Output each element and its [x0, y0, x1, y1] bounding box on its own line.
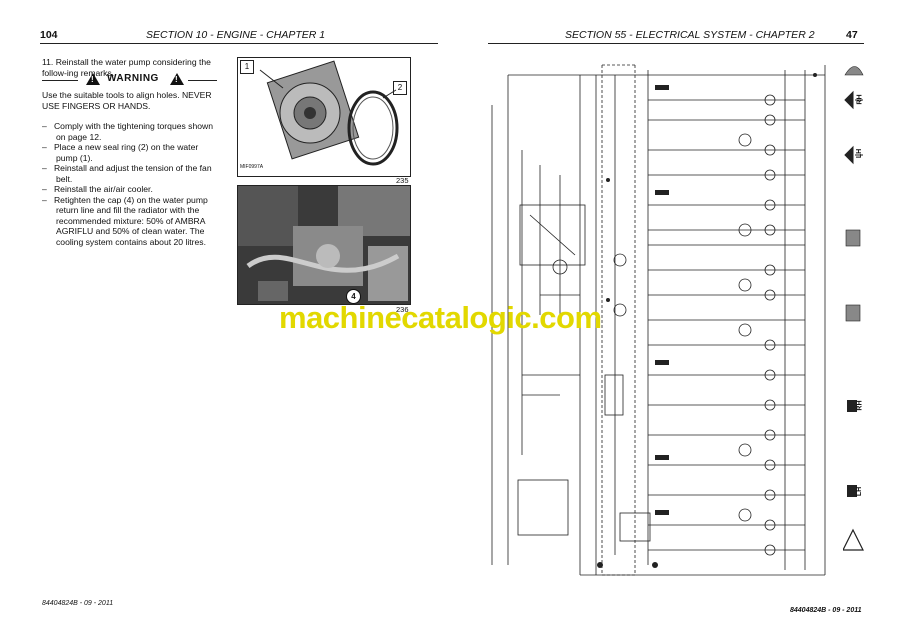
left-header-rule: [40, 43, 438, 44]
callout-1: 1: [240, 60, 254, 74]
engine-photo-illustration: [238, 186, 410, 304]
bullet-text: Comply with the tightening torques shown…: [53, 121, 214, 142]
turn-signal-icon: [844, 145, 863, 165]
water-pump-illustration: [259, 60, 399, 166]
left-page: 104 SECTION 10 - ENGINE - CHAPTER 1 11. …: [40, 29, 438, 607]
warning-triangle-icon: !: [86, 73, 100, 85]
bullet-item: – Retighten the cap (4) on the water pum…: [42, 194, 208, 247]
bullet-text: Reinstall and adjust the tension of the …: [53, 163, 212, 184]
callout-4: 4: [346, 289, 361, 304]
bullet-item: – Reinstall the air/air cooler.: [42, 184, 153, 194]
bullet-item: – Comply with the tightening torques sho…: [42, 121, 214, 142]
callout-2: 2: [393, 81, 407, 95]
headlight-icon: [847, 400, 857, 412]
left-page-number: 104: [40, 29, 58, 41]
figure-code: MIF0997A: [240, 164, 264, 170]
work-light-icon: [845, 304, 861, 322]
right-page: SECTION 55 - ELECTRICAL SYSTEM - CHAPTER…: [450, 0, 900, 637]
side-label-rh: RH: [856, 400, 864, 411]
turn-signal-icon: [844, 90, 863, 110]
side-symbols: [843, 66, 864, 551]
bullet-item: – Place a new seal ring (2) on the water…: [42, 142, 199, 163]
bullet-text: Reinstall the air/air cooler.: [53, 184, 153, 194]
warning-rule-right: [188, 80, 217, 81]
side-label-lh: LH: [856, 486, 864, 497]
work-light-icon: [845, 229, 861, 247]
figure-236-number: 236: [396, 305, 409, 314]
warning-label: WARNING: [107, 73, 159, 84]
warning-block: ! WARNING !: [42, 73, 217, 87]
bullet-text: Place a new seal ring (2) on the water p…: [53, 142, 199, 163]
hazard-icon: [843, 528, 864, 551]
warning-triangle-icon: !: [170, 73, 184, 85]
side-label-rh: RH: [856, 94, 864, 105]
right-header-rule: [488, 43, 864, 44]
left-footer: 84404824B - 09 - 2011: [42, 600, 114, 607]
wiring-diagram: [491, 64, 826, 576]
bullet-text: Retighten the cap (4) on the water pump …: [53, 194, 208, 247]
right-footer: 84404824B - 09 - 2011: [790, 607, 862, 614]
right-section-title: SECTION 55 - ELECTRICAL SYSTEM - CHAPTER…: [565, 29, 815, 41]
right-page-number: 47: [846, 29, 858, 41]
figure-235-water-pump: 1 2 MIF0997A: [237, 57, 411, 177]
warning-text: Use the suitable tools to align holes. N…: [42, 90, 212, 111]
figure-235-number: 235: [396, 176, 409, 185]
step-11-text: 11. Reinstall the water pump considering…: [42, 57, 211, 78]
side-label-lh: LH: [856, 148, 864, 159]
watermark: machinecatalogic.com: [279, 300, 602, 335]
horn-icon: [844, 66, 864, 76]
headlight-icon: [847, 485, 857, 497]
figure-236-engine-photo: 4: [237, 185, 411, 305]
bullet-list: – Comply with the tightening torques sho…: [42, 121, 220, 247]
bullet-item: – Reinstall and adjust the tension of th…: [42, 163, 212, 184]
warning-rule-left: [42, 80, 78, 81]
left-section-title: SECTION 10 - ENGINE - CHAPTER 1: [146, 29, 326, 41]
